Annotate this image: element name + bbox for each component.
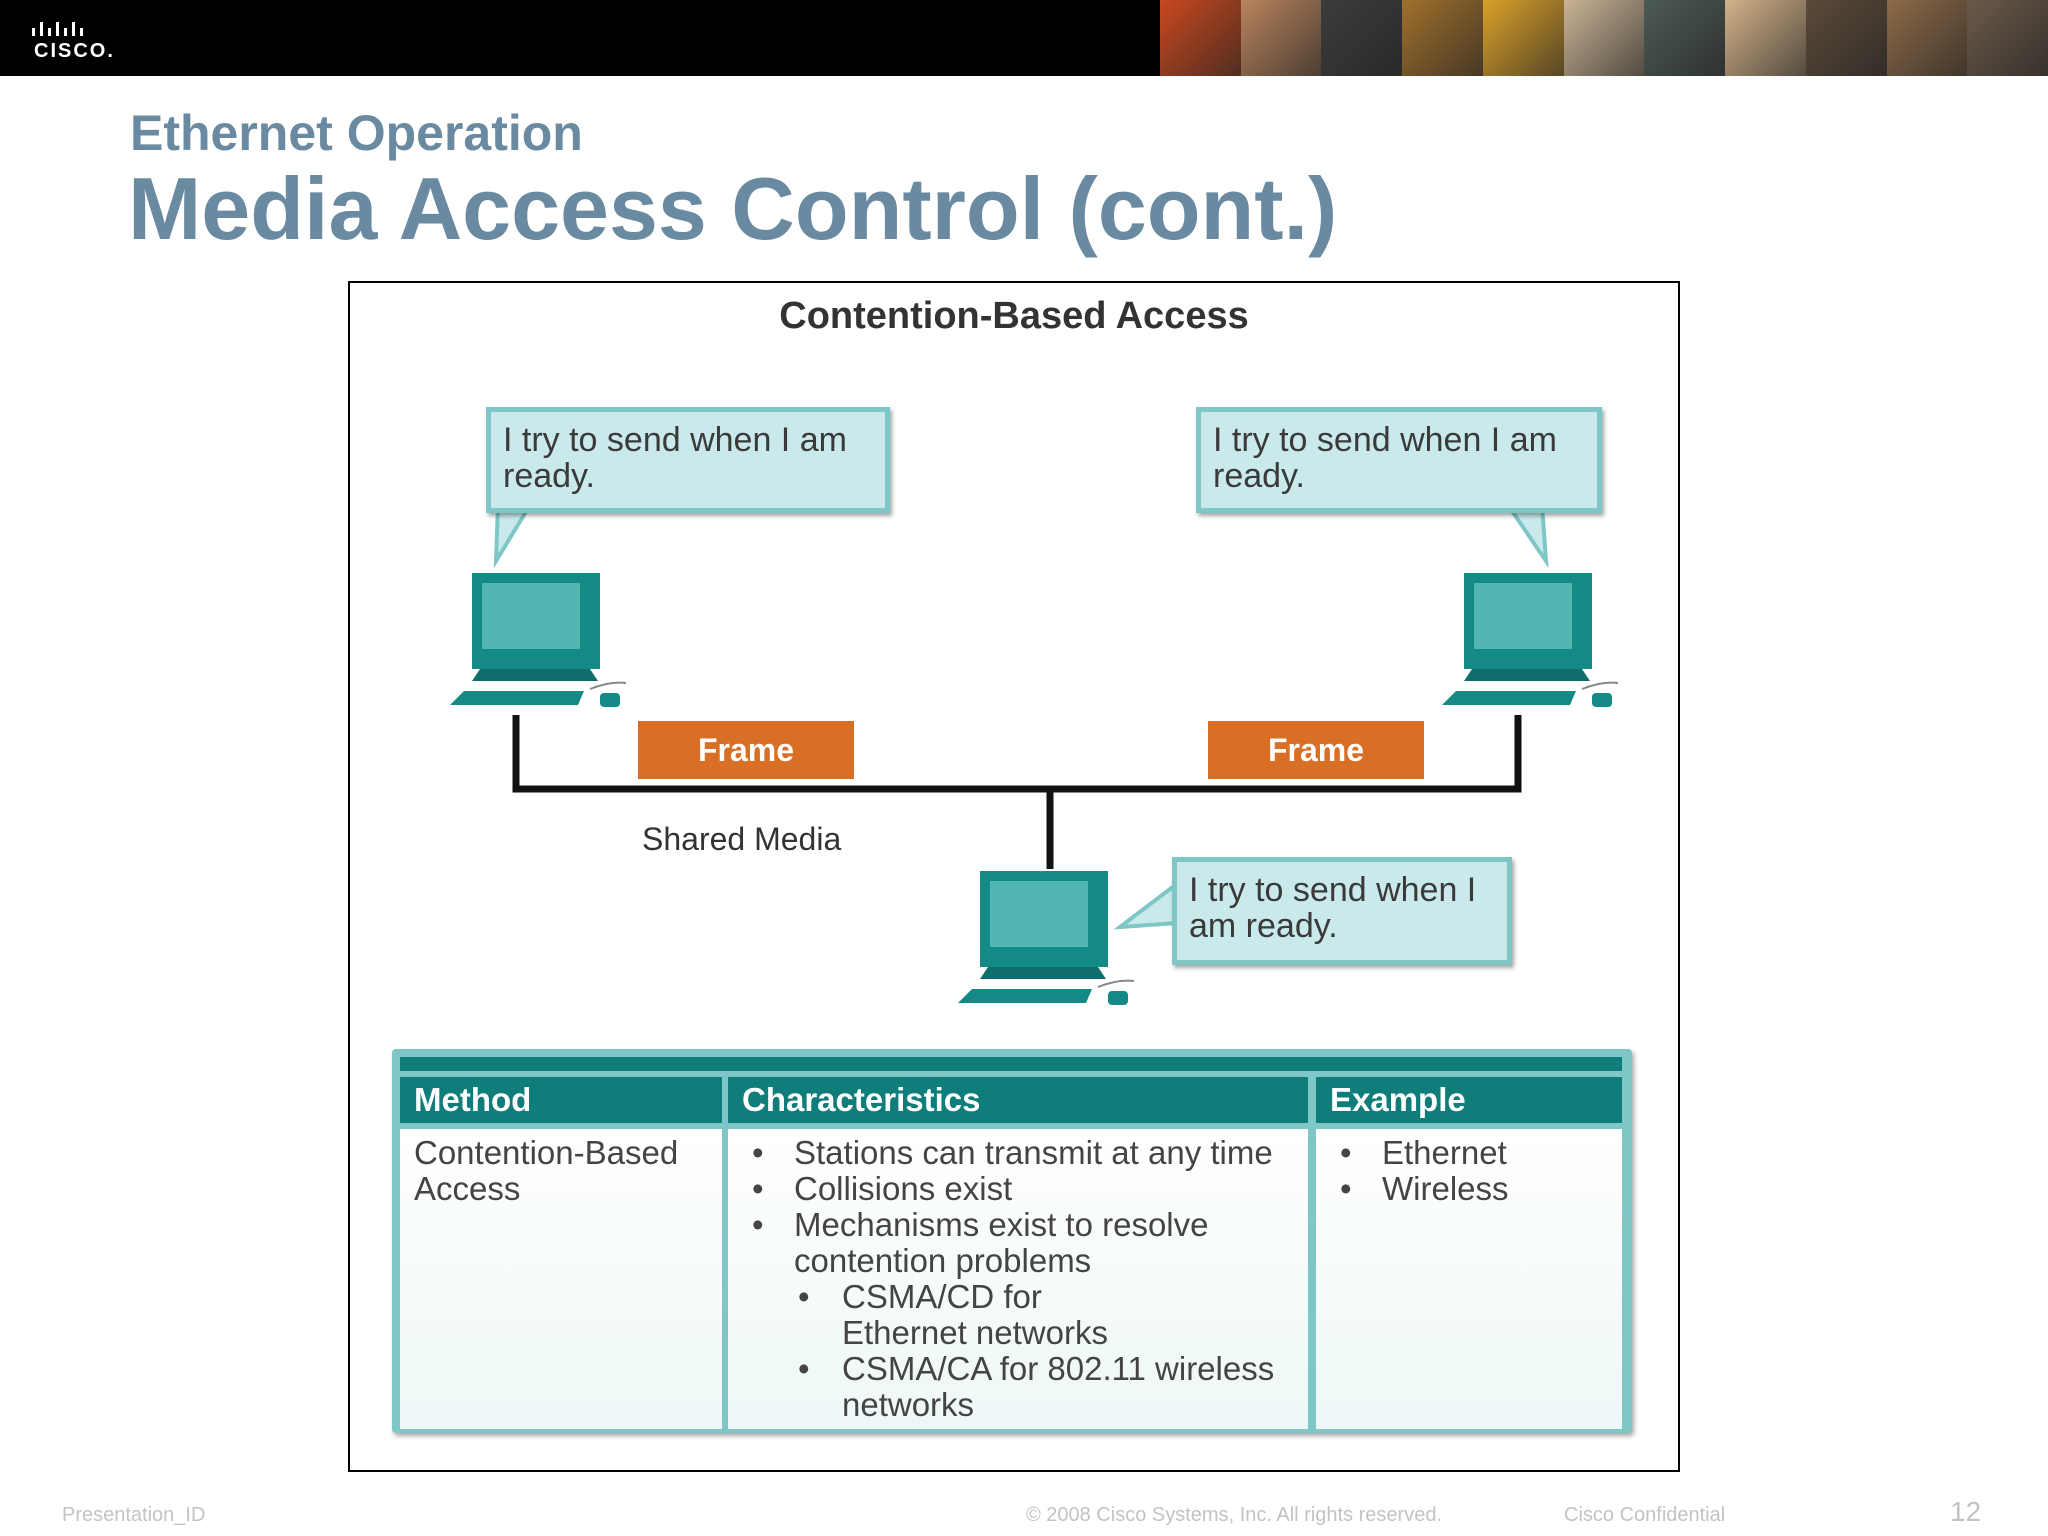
- shared-media-label: Shared Media: [642, 821, 842, 857]
- contention-figure: Contention-Based Access I try to send wh…: [348, 281, 1680, 1472]
- list-item: CSMA/CA for 802.11 wireless networks: [742, 1351, 1282, 1423]
- header-photo: [1160, 0, 1241, 76]
- list-item: Mechanisms exist to resolve contention p…: [742, 1207, 1214, 1279]
- list-item: Collisions exist: [742, 1171, 1298, 1208]
- header-photo: [1402, 0, 1483, 76]
- top-banner: CISCO.: [0, 0, 2048, 76]
- table-cell-method: Contention-Based Access: [400, 1129, 722, 1429]
- computer-icon: [958, 871, 1135, 1005]
- table-cell-characteristics: Stations can transmit at any time Collis…: [728, 1129, 1308, 1429]
- table-header-example: Example: [1316, 1077, 1622, 1123]
- list-item: Stations can transmit at any time: [742, 1135, 1298, 1172]
- footer-presentation-id: Presentation_ID: [62, 1504, 206, 1526]
- header-photo: [1482, 0, 1564, 76]
- method-text: Contention-Based Access: [414, 1134, 679, 1207]
- footer-copyright: © 2008 Cisco Systems, Inc. All rights re…: [1026, 1504, 1443, 1526]
- computer-icon: [450, 573, 627, 707]
- examples-list: Ethernet Wireless: [1330, 1135, 1612, 1208]
- list-item: CSMA/CD for Ethernet networks: [742, 1279, 1172, 1351]
- header-photo: [1886, 0, 1968, 76]
- footer-confidential: Cisco Confidential: [1564, 1504, 1726, 1526]
- list-item: Ethernet: [1330, 1135, 1612, 1172]
- computer-icon: [1442, 573, 1619, 707]
- speech-bubble-bottom: I try to send when I am ready.: [1172, 857, 1512, 965]
- header-photo: [1725, 0, 1806, 76]
- list-item: Wireless: [1330, 1171, 1612, 1208]
- table-top-band: [400, 1057, 1622, 1071]
- frame-label-left: Frame: [638, 721, 854, 779]
- header-photo: [1321, 0, 1403, 76]
- header-photo: [1805, 0, 1887, 76]
- table-header-characteristics: Characteristics: [728, 1077, 1308, 1123]
- header-photo: [1967, 0, 2048, 76]
- cisco-logo-text: CISCO.: [34, 40, 115, 62]
- cisco-logo-icon: [32, 22, 83, 36]
- page-number: 12: [1950, 1496, 1982, 1527]
- speech-bubble-right: I try to send when I am ready.: [1196, 407, 1602, 513]
- slide-title: Media Access Control (cont.): [128, 159, 1338, 258]
- photo-strip: [1160, 0, 2048, 76]
- header-photo: [1240, 0, 1322, 76]
- frame-label-right: Frame: [1208, 721, 1424, 779]
- slide-subtitle: Ethernet Operation: [130, 105, 583, 161]
- speech-bubble-left: I try to send when I am ready.: [486, 407, 890, 513]
- table-cell-example: Ethernet Wireless: [1316, 1129, 1622, 1429]
- figure-title: Contention-Based Access: [779, 295, 1249, 337]
- header-photo: [1644, 0, 1726, 76]
- table-header-method: Method: [400, 1077, 722, 1123]
- access-method-table: Method Characteristics Example Contentio…: [392, 1049, 1632, 1433]
- characteristics-list: Stations can transmit at any time Collis…: [742, 1135, 1298, 1423]
- header-photo: [1563, 0, 1645, 76]
